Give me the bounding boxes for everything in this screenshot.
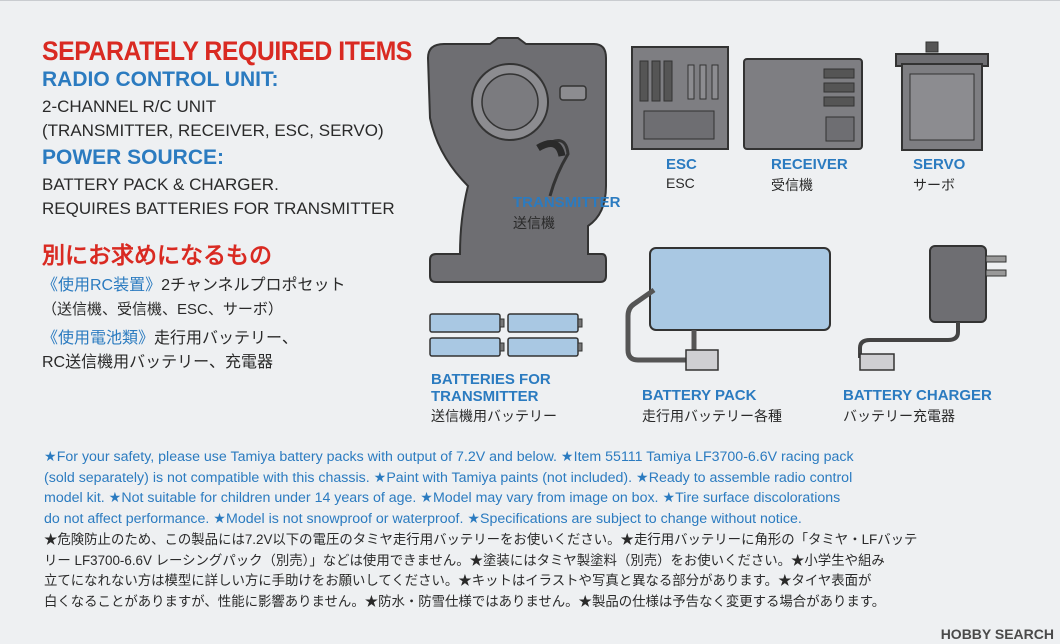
transmitter-illustration xyxy=(426,37,607,283)
esc-label-jp: ESC xyxy=(666,175,695,191)
power-title: POWER SOURCE: xyxy=(42,146,225,169)
esc-illustration xyxy=(631,46,729,150)
note-jp-line: 立てになれない方は模型に詳しい方に手助けをお願いしてください。★キットはイラスト… xyxy=(44,573,872,588)
note-jp-line: ★危険防止のため、この製品には7.2V以下の電圧のタミヤ走行用バッテリーをお使い… xyxy=(44,532,918,547)
batteries-label-jp: 送信機用バッテリー xyxy=(431,408,557,424)
servo-label-jp: サーボ xyxy=(913,177,955,193)
jp-rc-text: 2チャンネルプロポセット xyxy=(161,277,346,294)
transmitter-label-jp: 送信機 xyxy=(513,215,555,231)
receiver-illustration xyxy=(743,58,863,150)
batteries-label-1: BATTERIES FOR xyxy=(431,371,551,388)
servo-illustration xyxy=(895,41,989,151)
power-line1: BATTERY PACK & CHARGER. xyxy=(42,175,279,194)
jp-battery-line: 《使用電池類》走行用バッテリー、 xyxy=(42,327,422,350)
note-en-line: (sold separately) is not compatible with… xyxy=(44,469,853,486)
transmitter-label: TRANSMITTER xyxy=(513,194,621,211)
servo-label: SERVO xyxy=(913,156,966,173)
radio-control-line2: (TRANSMITTER, RECEIVER, ESC, SERVO) xyxy=(42,121,384,140)
esc-label: ESC xyxy=(666,156,697,173)
jp-battery-label: 《使用電池類》 xyxy=(42,330,155,347)
requirements-text: SEPARATELY REQUIRED ITEMS RADIO CONTROL … xyxy=(42,36,422,374)
note-en-line: ★For your safety, please use Tamiya batt… xyxy=(44,449,854,465)
note-jp-line: 白くなることがありますが、性能に影響ありません。★防水・防雪仕様ではありません。… xyxy=(44,593,886,609)
page-title: SEPARATELY REQUIRED ITEMS xyxy=(42,36,412,66)
battery-pack-label: BATTERY PACK xyxy=(642,387,757,404)
battery-charger-label: BATTERY CHARGER xyxy=(843,387,992,404)
watermark-logo: HOBBY SEARCH xyxy=(940,626,1054,642)
charger-illustration xyxy=(858,245,1007,371)
jp-rc-line: 《使用RC装置》2チャンネルプロポセット xyxy=(42,274,422,297)
jp-rc-label: 《使用RC装置》 xyxy=(42,277,162,294)
battery-pack-label-jp: 走行用バッテリー各種 xyxy=(642,408,782,424)
radio-control-line1: 2-CHANNEL R/C UNIT xyxy=(42,97,217,116)
note-en-line: model kit. ★Not suitable for children un… xyxy=(44,490,841,506)
note-en-line: do not affect performance. ★Model is not… xyxy=(44,510,802,527)
receiver-label: RECEIVER xyxy=(771,156,848,173)
jp-heading: 別にお求めになるもの xyxy=(42,242,272,268)
battery-pack-illustration xyxy=(625,247,831,371)
receiver-label-jp: 受信機 xyxy=(771,177,813,193)
jp-battery-line2: RC送信機用バッテリー、充電器 xyxy=(42,354,273,371)
batteries-illustration xyxy=(429,313,583,357)
power-line2: REQUIRES BATTERIES FOR TRANSMITTER xyxy=(42,199,395,218)
battery-charger-label-jp: バッテリー充電器 xyxy=(843,408,955,424)
jp-rc-sub: （送信機、受信機、ESC、サーボ） xyxy=(42,301,283,318)
notes-english: ★For your safety, please use Tamiya batt… xyxy=(44,447,1034,529)
note-jp-line: リー LF3700-6.6V レーシングパック（別売）」などは使用できません。★… xyxy=(44,552,885,568)
radio-control-title: RADIO CONTROL UNIT: xyxy=(42,68,279,91)
jp-battery-text: 走行用バッテリー、 xyxy=(154,330,298,347)
notes-japanese: ★危険防止のため、この製品には7.2V以下の電圧のタミヤ走行用バッテリーをお使い… xyxy=(44,530,1034,612)
batteries-label-2: TRANSMITTER xyxy=(431,388,539,405)
